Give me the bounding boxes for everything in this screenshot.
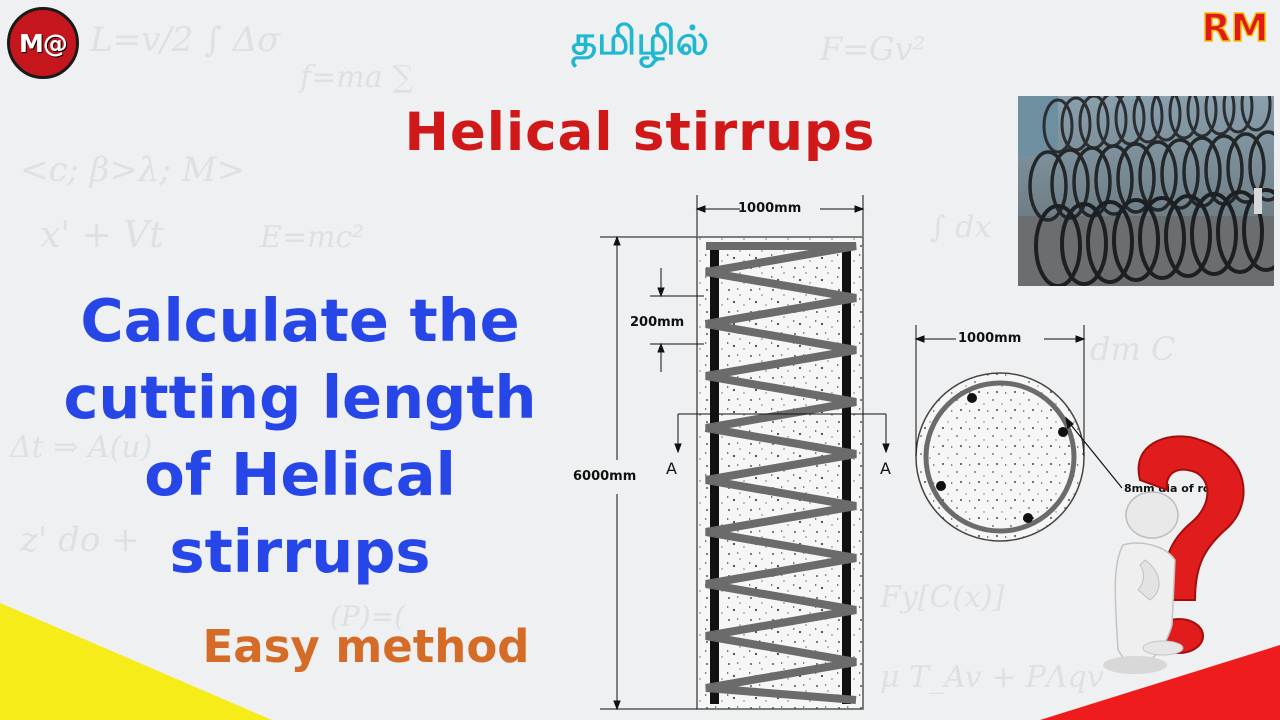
headline-line-2: cutting length	[63, 363, 537, 432]
helical-stirrups-photo	[1018, 96, 1274, 286]
height-label: 6000mm	[573, 469, 637, 484]
rod-2	[1058, 427, 1068, 437]
pitch-label: 200mm	[630, 315, 685, 330]
elevation-width-label: 1000mm	[738, 201, 802, 216]
height-dimension	[600, 235, 697, 711]
section-diameter-label: 1000mm	[958, 331, 1022, 346]
red-corner-shape	[1040, 645, 1280, 720]
section-mark-right: A	[880, 459, 891, 478]
rod-4	[1023, 513, 1033, 523]
rod-leader	[1065, 416, 1123, 489]
section-line-a	[674, 413, 890, 454]
page-title: Helical stirrups	[404, 102, 876, 163]
headline-line-1: Calculate the	[80, 286, 520, 355]
yellow-corner-shape	[0, 603, 272, 720]
rod-3	[936, 481, 946, 491]
subtitle: Easy method	[202, 620, 530, 673]
channel-logo-left: M@	[7, 7, 79, 79]
channel-logo-right: RM	[1201, 5, 1270, 51]
section-circle-outer	[915, 372, 1085, 542]
language-tag: தமிழில்	[570, 18, 709, 64]
helix-stirrup	[705, 242, 857, 704]
headline-line-3: of Helical	[144, 440, 456, 509]
rod-1	[967, 393, 977, 403]
section-mark-left: A	[666, 459, 677, 478]
pitch-dimension	[650, 268, 704, 372]
headline: Calculate the cutting length of Helical …	[20, 282, 580, 590]
section-diameter-dimension	[914, 325, 1086, 456]
headline-line-4: stirrups	[169, 517, 431, 586]
main-bar-right	[842, 246, 851, 704]
width-dimension	[695, 195, 865, 236]
section-stirrup-ring	[923, 380, 1077, 534]
